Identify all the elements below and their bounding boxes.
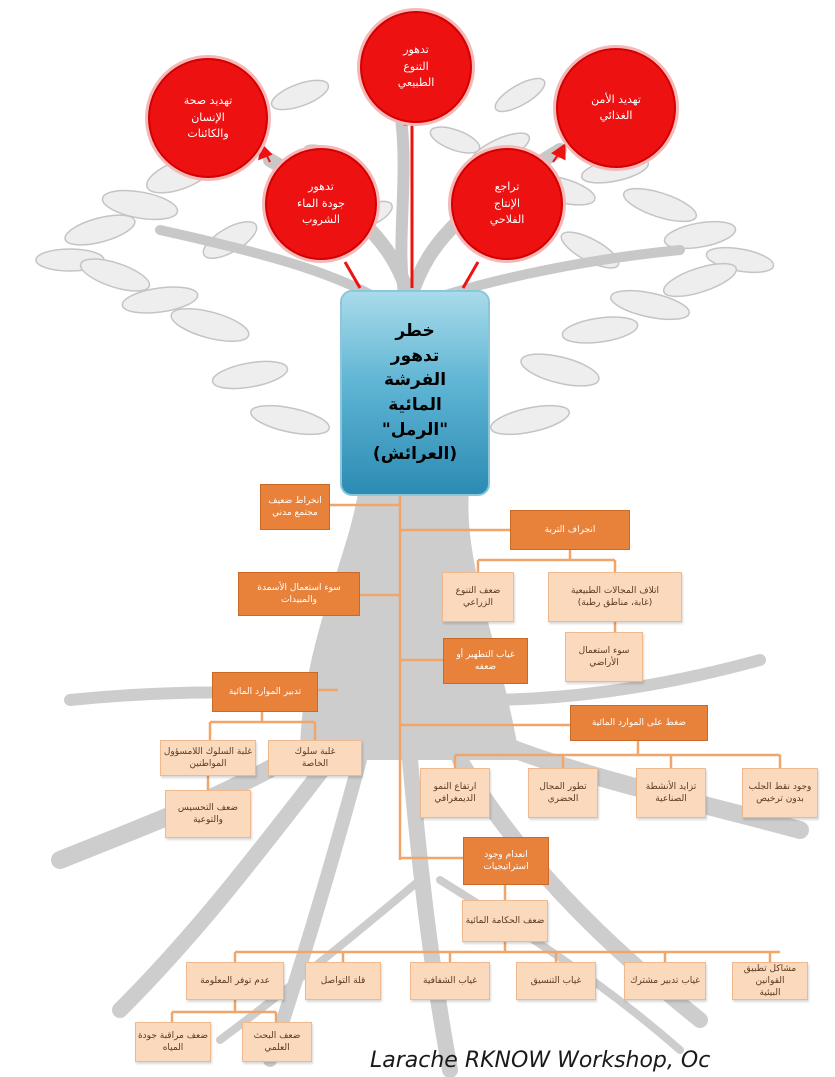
cause-citizen-behavior: غلبة السلوك اللامسؤول المواطنين — [160, 740, 256, 776]
effect-agriculture: تراجع الإنتاج الفلاحي — [448, 145, 566, 263]
effect-biodiversity: تدهور التنوع الطبيعي — [357, 8, 475, 126]
workshop-caption: Larache RKNOW Workshop, Oc — [370, 1048, 711, 1073]
cause-weak-governance: ضعف الحكامة المائية — [462, 900, 548, 942]
cause-no-strategies: انعدام وجود استراتيجيات — [463, 837, 549, 885]
cause-communication: قلة التواصل — [305, 962, 381, 1000]
cause-research: ضعف البحث العلمي — [242, 1022, 312, 1062]
cause-coordination: غياب التنسيق — [516, 962, 596, 1000]
cause-natural-spaces: اتلاف المجالات الطبيعية (غابة، مناطق رطب… — [548, 572, 682, 622]
cause-soil-erosion: انجراف التربة — [510, 510, 630, 550]
effect-food-security: تهديد الأمن الغذائي — [553, 45, 679, 171]
cause-env-laws: مشاكل تطبيق القوانين البيئية — [732, 962, 808, 1000]
cause-industrial-activity: تزايد الأنشطة الصناعية — [636, 768, 706, 818]
cause-treatment-absence: غياب التطهير أو ضعفه — [443, 638, 528, 684]
cause-weak-civil-society: انخراط ضعيف مجتمع مدني — [260, 484, 330, 530]
effect-human-health: تهديد صحة الإنسان والكائنات — [145, 55, 271, 181]
cause-diversity-weak: ضعف التنوع الزراعي — [442, 572, 514, 622]
cause-info-lack: عدم توفر المعلومة — [186, 962, 284, 1000]
cause-awareness-weak: ضعف التحسيس والتوعية — [165, 790, 251, 838]
cause-water-management: تدبير الموارد المائية — [212, 672, 318, 712]
cause-water-monitoring: ضعف مراقبة جودة المياه — [135, 1022, 211, 1062]
cause-transparency: غياب الشفافية — [410, 962, 490, 1000]
cause-shared-management: غياب تدبير مشترك — [624, 962, 706, 1000]
central-problem-box: خطر تدهور الفرشة المائية "الرمل" (العرائ… — [340, 290, 490, 496]
effect-drinking-water: تدهور جودة الماء الشروب — [262, 145, 380, 263]
cause-unlicensed-wells: وجود نقط الجلب بدون ترخيص — [742, 768, 818, 818]
cause-land-misuse: سوء استعمال الأراضي — [565, 632, 643, 682]
cause-fertilizer-misuse: سوء استعمال الأسمدة والمبيدات — [238, 572, 360, 616]
cause-population-growth: ارتفاع النمو الديمغرافي — [420, 768, 490, 818]
cause-connectors — [170, 492, 782, 1022]
tree-trunk — [300, 480, 520, 760]
cause-private-behavior: غلبة سلوك الخاصة — [268, 740, 362, 776]
cause-urban-growth: تطور المجال الحضري — [528, 768, 598, 818]
cause-water-pressure: ضغط على الموارد المائية — [570, 705, 708, 741]
